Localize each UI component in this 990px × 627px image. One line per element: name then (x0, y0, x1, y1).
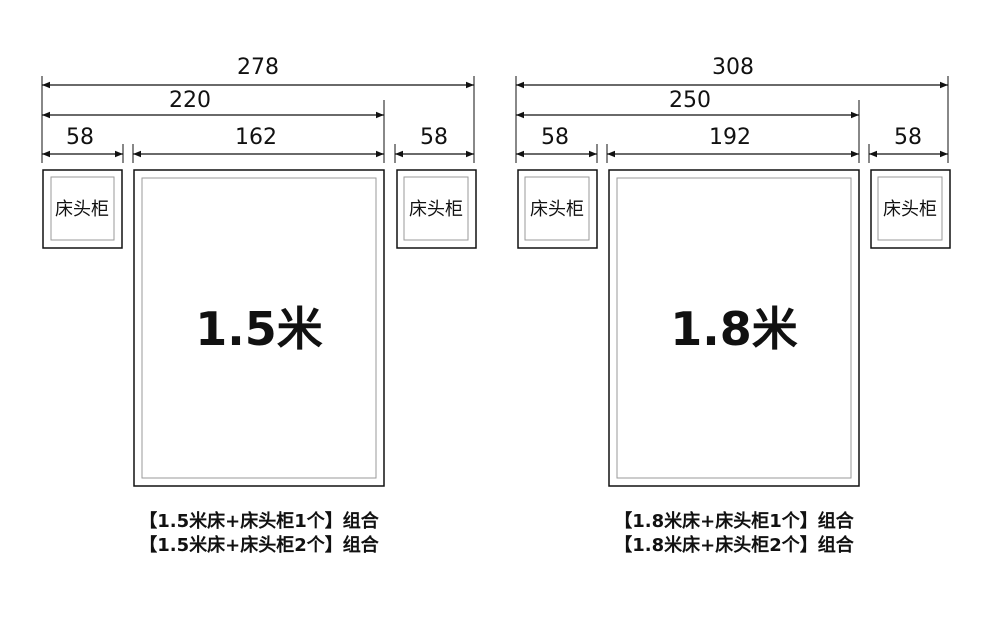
nightstand-left: 床头柜 (517, 169, 598, 249)
dimension-right-nightstand: 58 (395, 125, 474, 158)
diagram-1-8m: 308 250 58 192 58 床头柜 床头柜 (515, 55, 951, 556)
nightstand-right: 床头柜 (396, 169, 477, 249)
nightstand-right-label: 床头柜 (883, 199, 937, 220)
dimension-left-nightstand-label: 58 (541, 125, 569, 150)
caption-two-nightstands: 【1.5米床+床头柜2个】组合 (139, 534, 379, 556)
bed: 1.5米 (133, 169, 385, 487)
dimension-right-nightstand-label: 58 (420, 125, 448, 150)
dimension-left-nightstand: 58 (42, 125, 123, 158)
caption-two-nightstands: 【1.8米床+床头柜2个】组合 (614, 534, 854, 556)
bed-size-label: 1.8米 (670, 302, 798, 356)
nightstand-left-label: 床头柜 (55, 199, 109, 220)
bed: 1.8米 (608, 169, 860, 487)
dimension-bed-plus-nightstand-label: 220 (169, 88, 211, 113)
bed-size-label: 1.5米 (195, 302, 323, 356)
nightstand-right-label: 床头柜 (409, 199, 463, 220)
dimension-left-nightstand: 58 (516, 125, 597, 158)
dimension-right-nightstand-label: 58 (894, 125, 922, 150)
diagram-1-5m: 278 220 58 162 58 床头柜 (41, 55, 477, 556)
nightstand-left-label: 床头柜 (530, 199, 584, 220)
dimension-bed: 192 (607, 125, 859, 158)
nightstand-left: 床头柜 (42, 169, 123, 249)
dimension-right-nightstand: 58 (869, 125, 948, 158)
dimension-bed-plus-nightstand: 250 (516, 88, 859, 119)
dimension-overall: 278 (42, 55, 474, 89)
caption-one-nightstand: 【1.5米床+床头柜1个】组合 (139, 510, 379, 532)
dimension-bed-label: 192 (709, 125, 751, 150)
dimension-bed-plus-nightstand-label: 250 (669, 88, 711, 113)
dimension-bed-plus-nightstand: 220 (42, 88, 384, 119)
caption-one-nightstand: 【1.8米床+床头柜1个】组合 (614, 510, 854, 532)
dimension-overall-label: 278 (237, 55, 279, 80)
dimension-overall: 308 (516, 55, 948, 89)
dimension-overall-label: 308 (712, 55, 754, 80)
dimension-left-nightstand-label: 58 (66, 125, 94, 150)
dimension-bed: 162 (133, 125, 384, 158)
dimension-bed-label: 162 (235, 125, 277, 150)
nightstand-right: 床头柜 (870, 169, 951, 249)
